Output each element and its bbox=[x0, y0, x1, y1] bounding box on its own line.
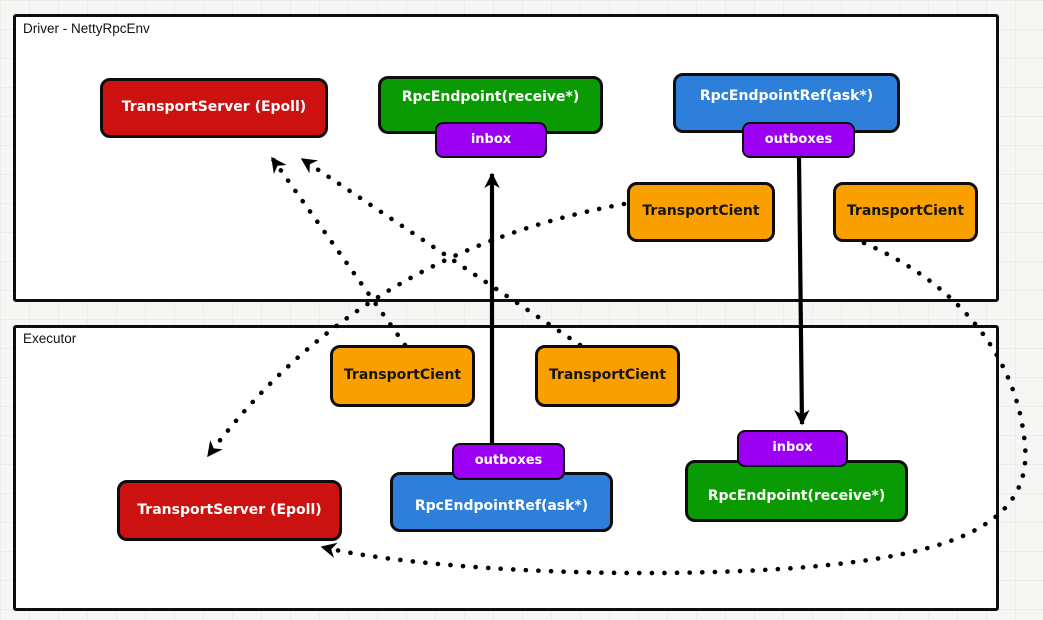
arrow-driver-client-right-to-executor-server bbox=[319, 240, 1028, 576]
driver-outboxes-label: outboxes bbox=[764, 131, 833, 147]
executor-transport-client-left-node: TransportCient bbox=[330, 345, 475, 407]
executor-rpc-endpoint-ref-label: RpcEndpointRef(ask*) bbox=[414, 498, 589, 515]
executor-inbox-label: inbox bbox=[772, 440, 813, 456]
driver-transport-server-label: TransportServer (Epoll) bbox=[121, 99, 307, 116]
driver-transport-client-right-label: TransportCient bbox=[846, 203, 965, 220]
executor-group-label: Executor bbox=[23, 331, 77, 346]
arrow-driver-client-left-to-executor-server bbox=[205, 201, 627, 459]
driver-transport-client-right-node: TransportCient bbox=[833, 182, 978, 242]
executor-inbox-node: inbox bbox=[737, 430, 848, 467]
driver-group-box bbox=[13, 14, 999, 302]
executor-transport-client-right-label: TransportCient bbox=[548, 367, 667, 384]
driver-transport-server-node: TransportServer (Epoll) bbox=[100, 78, 328, 138]
executor-rpc-endpoint-ref-node: RpcEndpointRef(ask*) bbox=[390, 472, 613, 532]
executor-outboxes-node: outboxes bbox=[452, 443, 565, 480]
executor-transport-client-right-node: TransportCient bbox=[535, 345, 680, 407]
driver-inbox-label: inbox bbox=[470, 131, 512, 147]
arrow-executor-client-left-to-driver-server bbox=[269, 155, 408, 348]
arrow-executor-client-right-to-driver-server bbox=[299, 156, 583, 348]
executor-outboxes-label: outboxes bbox=[474, 453, 543, 469]
executor-transport-server-label: TransportServer (Epoll) bbox=[137, 501, 322, 518]
driver-rpc-endpoint-label: RpcEndpoint(receive*) bbox=[401, 89, 580, 106]
driver-transport-client-left-node: TransportCient bbox=[627, 182, 775, 242]
executor-transport-server-node: TransportServer (Epoll) bbox=[117, 480, 342, 541]
driver-rpc-endpoint-ref-label: RpcEndpointRef(ask*) bbox=[699, 88, 874, 105]
driver-transport-client-left-label: TransportCient bbox=[642, 203, 760, 220]
executor-rpc-endpoint-node: RpcEndpoint(receive*) bbox=[685, 460, 908, 522]
driver-outboxes-node: outboxes bbox=[742, 122, 855, 158]
executor-transport-client-left-label: TransportCient bbox=[343, 367, 462, 384]
driver-inbox-node: inbox bbox=[435, 122, 547, 158]
driver-group-label: Driver - NettyRpcEnv bbox=[23, 21, 150, 36]
executor-rpc-endpoint-label: RpcEndpoint(receive*) bbox=[707, 488, 886, 505]
arrow-driver-outboxes-to-executor-inbox bbox=[794, 157, 810, 426]
